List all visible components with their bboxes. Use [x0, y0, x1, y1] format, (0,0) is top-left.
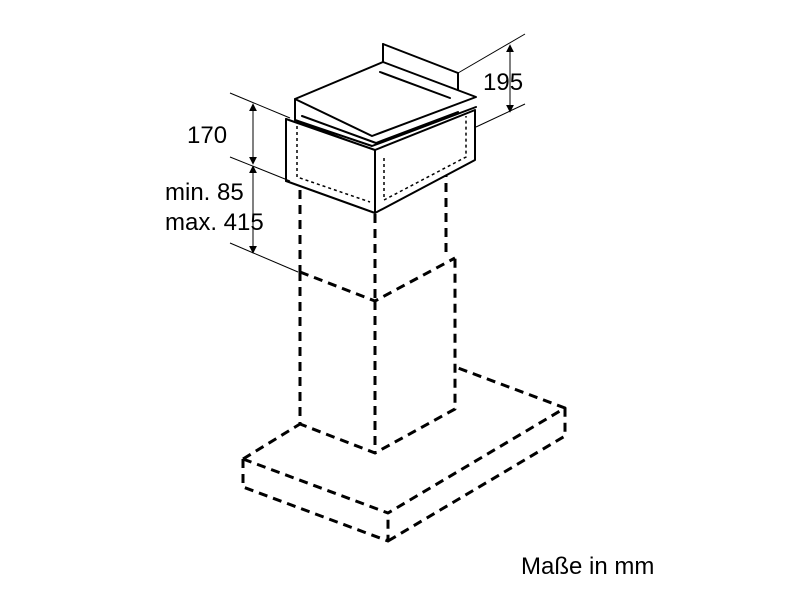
label-170: 170 — [187, 122, 227, 149]
dimension-chimney — [229, 165, 299, 273]
dimension-170 — [229, 92, 291, 182]
hood-canopy — [241, 366, 567, 543]
units-caption: Maße in mm — [521, 553, 654, 580]
label-195: 195 — [483, 69, 523, 96]
label-max: max. 415 — [165, 209, 264, 236]
lower-chimney — [298, 256, 457, 455]
top-box — [285, 43, 477, 214]
label-min: min. 85 — [165, 179, 244, 206]
dimension-195 — [457, 33, 526, 128]
upper-chimney — [298, 168, 448, 301]
